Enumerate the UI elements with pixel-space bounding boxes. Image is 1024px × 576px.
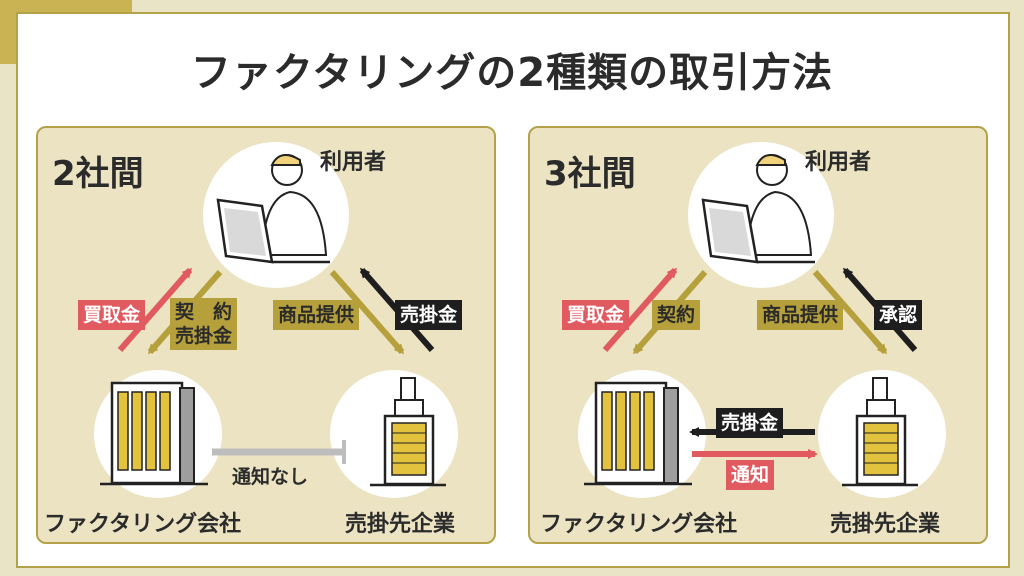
receivable-tag: 売掛金 <box>716 408 784 438</box>
debtor-building-icon <box>370 377 446 487</box>
no-notice-label: 通知なし <box>232 466 309 488</box>
user-label: 利用者 <box>805 150 872 175</box>
factor-label: ファクタリング会社 <box>540 512 738 537</box>
panel-label: 3社間 <box>544 154 636 194</box>
person-laptop-icon <box>701 154 815 264</box>
purchase-arrow <box>602 267 678 352</box>
debtor-label: 売掛先企業 <box>830 512 941 537</box>
factoring-building-icon <box>584 381 692 486</box>
approval-tag: 承認 <box>874 300 923 330</box>
contract-tag-line1: 契 約 <box>175 301 233 323</box>
notice-tag: 通知 <box>726 460 775 490</box>
page-title: ファクタリングの2種類の取引方法 <box>190 50 834 96</box>
purchase-tag: 買取金 <box>562 300 630 330</box>
contract-tag-line2: 売掛金 <box>175 325 233 347</box>
debtor-building-icon <box>842 377 918 487</box>
product-arrow <box>812 270 888 355</box>
purchase-tag: 買取金 <box>78 300 146 330</box>
receivable-tag: 売掛金 <box>395 300 463 330</box>
panel-label: 2社間 <box>52 154 144 194</box>
user-label: 利用者 <box>320 150 387 175</box>
contract-tag: 契約 <box>652 300 701 330</box>
factor-label: ファクタリング会社 <box>44 512 242 537</box>
product-tag: 商品提供 <box>757 300 844 330</box>
product-tag: 商品提供 <box>273 300 360 330</box>
contract-tag: 契 約 売掛金 <box>170 298 238 350</box>
factoring-building-icon <box>100 381 208 486</box>
product-arrow <box>329 270 405 355</box>
person-laptop-icon <box>216 154 330 264</box>
debtor-label: 売掛先企業 <box>345 512 456 537</box>
purchase-arrow <box>117 267 193 352</box>
